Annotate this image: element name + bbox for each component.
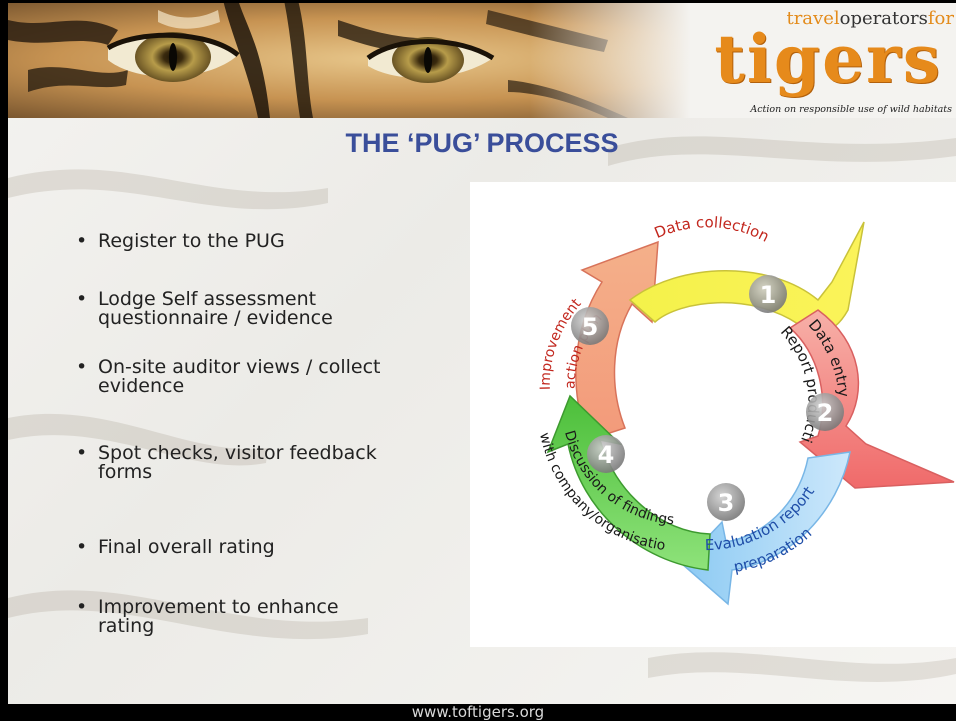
list-item: Final overall rating xyxy=(76,538,478,558)
svg-text:5: 5 xyxy=(582,313,599,341)
tiger-eyes-image xyxy=(8,0,956,118)
svg-text:1: 1 xyxy=(760,281,777,309)
cycle-arrow-5 xyxy=(575,240,659,441)
cycle-diagram: Data collection Data entry Report produc… xyxy=(465,168,956,647)
cycle-arrow-4 xyxy=(546,394,711,571)
svg-text:2: 2 xyxy=(817,399,834,427)
logo-tigers: tigers xyxy=(714,20,942,98)
step-3-number: 3 xyxy=(707,483,745,521)
cycle-arrow-2 xyxy=(788,309,955,489)
cycle-diagram-svg: Data collection Data entry Report produc… xyxy=(465,168,955,606)
svg-text:4: 4 xyxy=(598,441,615,469)
step-5-number: 5 xyxy=(571,307,609,345)
slide-title: THE ‘PUG’ PROCESS xyxy=(345,128,619,158)
step-1-label: Data collection xyxy=(652,213,772,246)
footer-url[interactable]: www.toftigers.org xyxy=(0,704,956,721)
step-4-number: 4 xyxy=(587,435,625,473)
header-banner: traveloperatorsfor tigers Action on resp… xyxy=(8,0,956,118)
cycle-arrow-3 xyxy=(680,451,851,606)
logo-text-small: traveloperatorsfor xyxy=(786,8,954,29)
step-1-number: 1 xyxy=(749,275,787,313)
slide: traveloperatorsfor tigers Action on resp… xyxy=(8,0,956,704)
logo-tagline: Action on responsible use of wild habita… xyxy=(750,104,952,115)
svg-text:3: 3 xyxy=(718,489,735,517)
list-item: Register to the PUG xyxy=(76,232,478,252)
step-2-number: 2 xyxy=(806,393,844,431)
